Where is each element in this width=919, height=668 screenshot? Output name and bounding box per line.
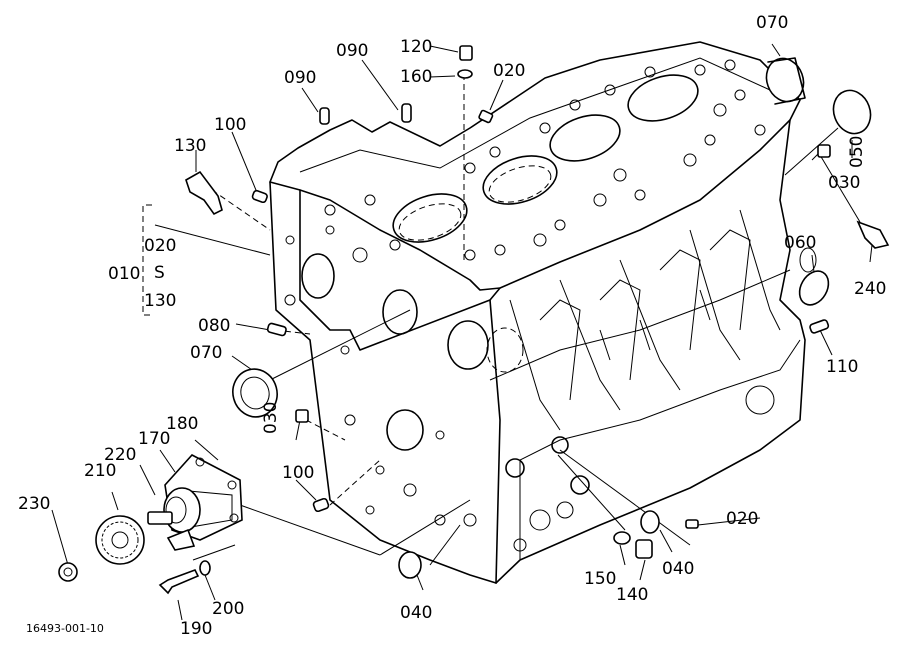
callout-040: 040 [662, 559, 694, 579]
callout-labels: 120 160 020 090 090 100 130 070 050 030 … [18, 13, 886, 639]
group-callout: 010 020 S 130 [108, 236, 176, 311]
callout-040: 040 [400, 603, 432, 623]
callout-020: 020 [726, 509, 758, 529]
callout-060: 060 [784, 233, 816, 253]
callout-220: 220 [104, 445, 136, 465]
callout-200: 200 [212, 599, 244, 619]
drawing-number: 16493-001-10 [26, 622, 104, 635]
callout-100: 100 [214, 115, 246, 135]
callout-170: 170 [138, 429, 170, 449]
callout-090: 090 [336, 41, 368, 61]
callout-230: 230 [18, 494, 50, 514]
callout-020: 020 [493, 61, 525, 81]
callout-030: 030 [828, 173, 860, 193]
parts [185, 45, 890, 579]
cylinder-block [269, 41, 817, 584]
callout-070: 070 [756, 13, 788, 33]
group-label: 010 [108, 264, 140, 284]
callout-090: 090 [284, 68, 316, 88]
callout-180: 180 [166, 414, 198, 434]
group-range-mark: S [154, 263, 165, 283]
callout-130: 130 [174, 136, 206, 156]
callout-080: 080 [198, 316, 230, 336]
group-range-start: 020 [144, 236, 176, 256]
callout-030: 030 [261, 402, 281, 434]
callout-210: 210 [84, 461, 116, 481]
callout-050: 050 [847, 136, 867, 168]
callout-190: 190 [180, 619, 212, 639]
callout-140: 140 [616, 585, 648, 605]
leader-lines [51, 43, 873, 621]
callout-240: 240 [854, 279, 886, 299]
callout-160: 160 [400, 67, 432, 87]
callout-110: 110 [826, 357, 858, 377]
group-range-end: 130 [144, 291, 176, 311]
group-bracket [142, 204, 152, 316]
callout-100: 100 [282, 463, 314, 483]
callout-120: 120 [400, 37, 432, 57]
callout-070: 070 [190, 343, 222, 363]
oil-pump-assembly [58, 454, 243, 595]
callout-150: 150 [584, 569, 616, 589]
